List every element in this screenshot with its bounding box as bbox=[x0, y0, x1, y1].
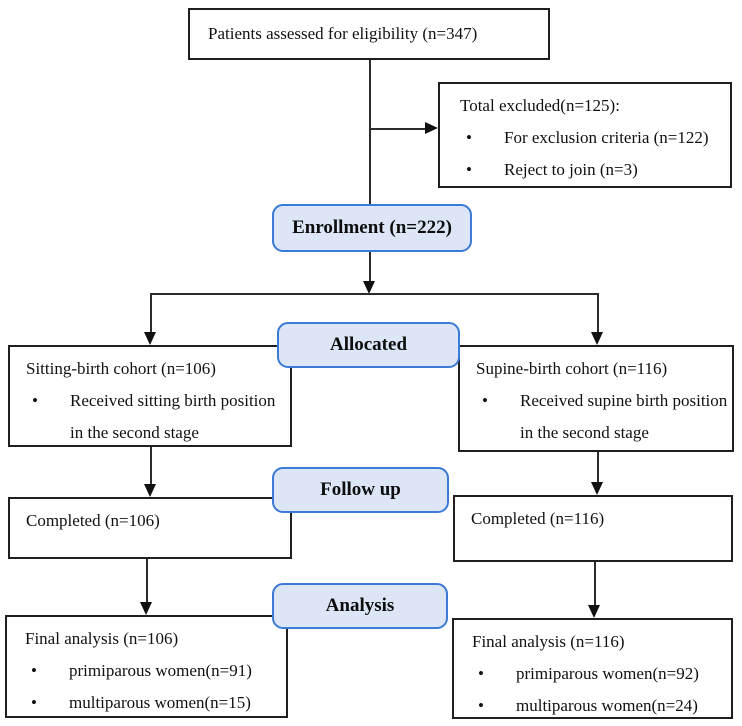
final-left-title: Final analysis (n=106) bbox=[25, 629, 179, 648]
bullet-icon: • bbox=[466, 160, 472, 179]
connector-to-excluded bbox=[370, 128, 426, 130]
supine-cohort-title: Supine-birth cohort (n=116) bbox=[476, 359, 668, 378]
arrowhead-final-left bbox=[140, 602, 152, 615]
excluded-title: Total excluded(n=125): bbox=[460, 96, 620, 115]
connector-enrollment-to-branch bbox=[369, 252, 371, 282]
connector-branch-to-sitting bbox=[150, 293, 152, 332]
excluded-bullet-1: • For exclusion criteria (n=122) bbox=[454, 122, 726, 154]
enrollment-stage-label: Enrollment (n=222) bbox=[292, 217, 452, 238]
final-right-bullet-1: • primiparous women(n=92) bbox=[466, 658, 727, 690]
analysis-stage: Analysis bbox=[272, 583, 448, 629]
final-left-bullet-2: • multiparous women(n=15) bbox=[19, 687, 282, 719]
arrowhead-supine bbox=[591, 332, 603, 345]
excluded-bullet-2: • Reject to join (n=3) bbox=[454, 154, 726, 186]
bullet-icon: • bbox=[466, 128, 472, 147]
connector-eligibility-to-enrollment bbox=[369, 60, 371, 204]
arrowhead-excluded bbox=[425, 122, 438, 134]
followup-stage-label: Follow up bbox=[320, 479, 401, 500]
completed-left-text: Completed (n=106) bbox=[26, 511, 160, 530]
completed-left-box: Completed (n=106) bbox=[8, 497, 292, 559]
bullet-icon: • bbox=[31, 661, 37, 680]
sitting-cohort-box: Sitting-birth cohort (n=106) • Received … bbox=[8, 345, 292, 447]
followup-stage: Follow up bbox=[272, 467, 449, 513]
enrollment-stage: Enrollment (n=222) bbox=[272, 204, 472, 252]
final-left-box: Final analysis (n=106) • primiparous wom… bbox=[5, 615, 288, 718]
bullet-icon: • bbox=[32, 391, 38, 410]
arrowhead-branch bbox=[363, 281, 375, 294]
final-left-bullet-1: • primiparous women(n=91) bbox=[19, 655, 282, 687]
completed-right-box: Completed (n=116) bbox=[453, 495, 733, 562]
connector-branch-to-supine bbox=[597, 293, 599, 332]
supine-cohort-box: Supine-birth cohort (n=116) • Received s… bbox=[458, 345, 734, 452]
branch-line bbox=[151, 293, 598, 295]
sitting-cohort-title: Sitting-birth cohort (n=106) bbox=[26, 359, 216, 378]
connector-sitting-to-completed bbox=[150, 447, 152, 484]
bullet-icon: • bbox=[478, 664, 484, 683]
connector-supine-to-completed bbox=[597, 452, 599, 483]
final-right-title: Final analysis (n=116) bbox=[472, 632, 625, 651]
arrowhead-completed-left bbox=[144, 484, 156, 497]
bullet-icon: • bbox=[482, 391, 488, 410]
eligibility-text: Patients assessed for eligibility (n=347… bbox=[208, 24, 478, 43]
bullet-icon: • bbox=[31, 693, 37, 712]
eligibility-box: Patients assessed for eligibility (n=347… bbox=[188, 8, 550, 60]
supine-cohort-bullet: • Received supine birth position in the … bbox=[470, 385, 728, 449]
connector-completed-to-final-left bbox=[146, 559, 148, 602]
allocated-stage: Allocated bbox=[277, 322, 460, 368]
arrowhead-sitting bbox=[144, 332, 156, 345]
allocated-stage-label: Allocated bbox=[329, 334, 408, 355]
analysis-stage-label: Analysis bbox=[325, 595, 395, 616]
final-right-bullet-2: • multiparous women(n=24) bbox=[466, 690, 727, 722]
bullet-icon: • bbox=[478, 696, 484, 715]
connector-completed-to-final-right bbox=[594, 561, 596, 605]
arrowhead-final-right bbox=[588, 605, 600, 618]
arrowhead-completed-right bbox=[591, 482, 603, 495]
sitting-cohort-bullet: • Received sitting birth position in the… bbox=[20, 385, 286, 449]
final-right-box: Final analysis (n=116) • primiparous wom… bbox=[452, 618, 733, 719]
excluded-box: Total excluded(n=125): • For exclusion c… bbox=[438, 82, 732, 188]
completed-right-text: Completed (n=116) bbox=[471, 509, 605, 528]
